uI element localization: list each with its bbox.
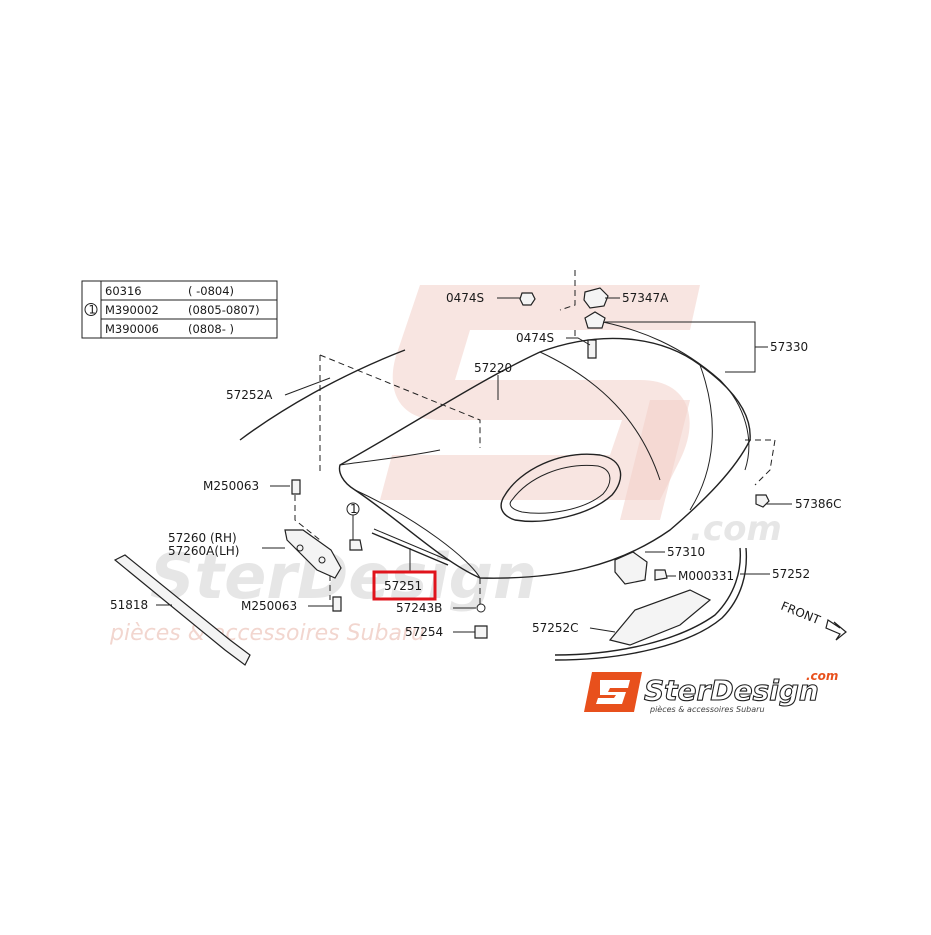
clip-0474s-top bbox=[519, 292, 536, 306]
watermark-text-sub: pièces & accessoires Subaru bbox=[109, 621, 425, 646]
front-indicator: FRONT bbox=[779, 599, 847, 641]
callout-m000331: M000331 bbox=[678, 569, 734, 583]
callout-57252c: 57252C bbox=[532, 621, 579, 635]
seal-51818 bbox=[113, 554, 251, 666]
bracket-57347a bbox=[583, 287, 609, 309]
callout-57252a: 57252A bbox=[226, 388, 273, 402]
cushion-57243b bbox=[476, 603, 486, 613]
table-row-range: (0805-0807) bbox=[188, 303, 260, 317]
leader-lines bbox=[156, 297, 792, 633]
callout-57310: 57310 bbox=[667, 545, 705, 559]
callout-57220: 57220 bbox=[474, 361, 512, 375]
table-marker: 1 bbox=[89, 303, 96, 317]
latch-striker bbox=[584, 311, 606, 329]
callout-51818: 51818 bbox=[110, 598, 148, 612]
weatherstrip-57252a bbox=[239, 349, 406, 441]
table-row-range: (0808- ) bbox=[188, 322, 234, 336]
highlight-box-57251 bbox=[372, 570, 437, 601]
watermark-text-main: SterDesign bbox=[150, 540, 537, 613]
watermark-text-com: .com bbox=[690, 509, 782, 549]
logo-tagline: pièces & accessoires Subaru bbox=[649, 704, 765, 714]
bolt-m250063-top bbox=[291, 479, 301, 495]
callout-57386c: 57386C bbox=[795, 497, 842, 511]
applicability-table: 1 60316 ( -0804) M390002 (0805-0807) M39… bbox=[81, 280, 278, 339]
callout-57243b: 57243B bbox=[396, 601, 442, 615]
nut-marker-1 bbox=[349, 539, 363, 551]
marker-1-label: 1 bbox=[350, 502, 358, 516]
table-row-part: M390006 bbox=[105, 322, 159, 336]
callout-57251: 57251 bbox=[384, 579, 422, 593]
callout-57347a: 57347A bbox=[622, 291, 669, 305]
callout-m250063-top: M250063 bbox=[203, 479, 259, 493]
bumper-57254 bbox=[474, 625, 488, 639]
bolt-m000331 bbox=[654, 569, 668, 581]
watermark: SterDesign .com pièces & accessoires Sub… bbox=[109, 285, 782, 646]
hood-latch-parts bbox=[519, 287, 770, 508]
hood-hinge bbox=[284, 529, 342, 579]
table-row-part: 60316 bbox=[105, 284, 142, 298]
bolt-m250063-bot bbox=[332, 596, 342, 612]
reference-lines bbox=[294, 270, 776, 605]
clip-0474s-mid bbox=[587, 339, 597, 359]
table-marker-circle bbox=[84, 303, 98, 316]
hood-panel bbox=[338, 337, 751, 579]
callout-57260-rh: 57260 (RH) bbox=[168, 531, 237, 545]
logo-com-text: .com bbox=[806, 669, 838, 683]
callout-57330: 57330 bbox=[770, 340, 808, 354]
table-row-range: ( -0804) bbox=[188, 284, 234, 298]
hood-scoop bbox=[500, 453, 622, 522]
brand-logo: SterDesign .com pièces & accessoires Sub… bbox=[584, 669, 838, 714]
callout-0474s-mid: 0474S bbox=[516, 331, 554, 345]
seal-57252 bbox=[554, 547, 742, 656]
watermark-sj-logo bbox=[380, 285, 700, 520]
callout-labels: 0474S 57347A 0474S 57330 57220 57252A M2… bbox=[110, 291, 842, 639]
callout-57260a-lh: 57260A(LH) bbox=[168, 544, 239, 558]
hinge-57310 bbox=[614, 551, 648, 585]
front-label: FRONT bbox=[779, 599, 823, 628]
callout-0474s-top: 0474S bbox=[446, 291, 484, 305]
callout-m250063-bot: M250063 bbox=[241, 599, 297, 613]
table-row-part: M390002 bbox=[105, 303, 159, 317]
callout-57254: 57254 bbox=[405, 625, 443, 639]
logo-brand-text: SterDesign bbox=[644, 674, 819, 707]
clip-57386c bbox=[755, 494, 770, 508]
callout-57252: 57252 bbox=[772, 567, 810, 581]
seal-57252c bbox=[608, 589, 712, 646]
front-arrow-icon bbox=[825, 619, 847, 641]
